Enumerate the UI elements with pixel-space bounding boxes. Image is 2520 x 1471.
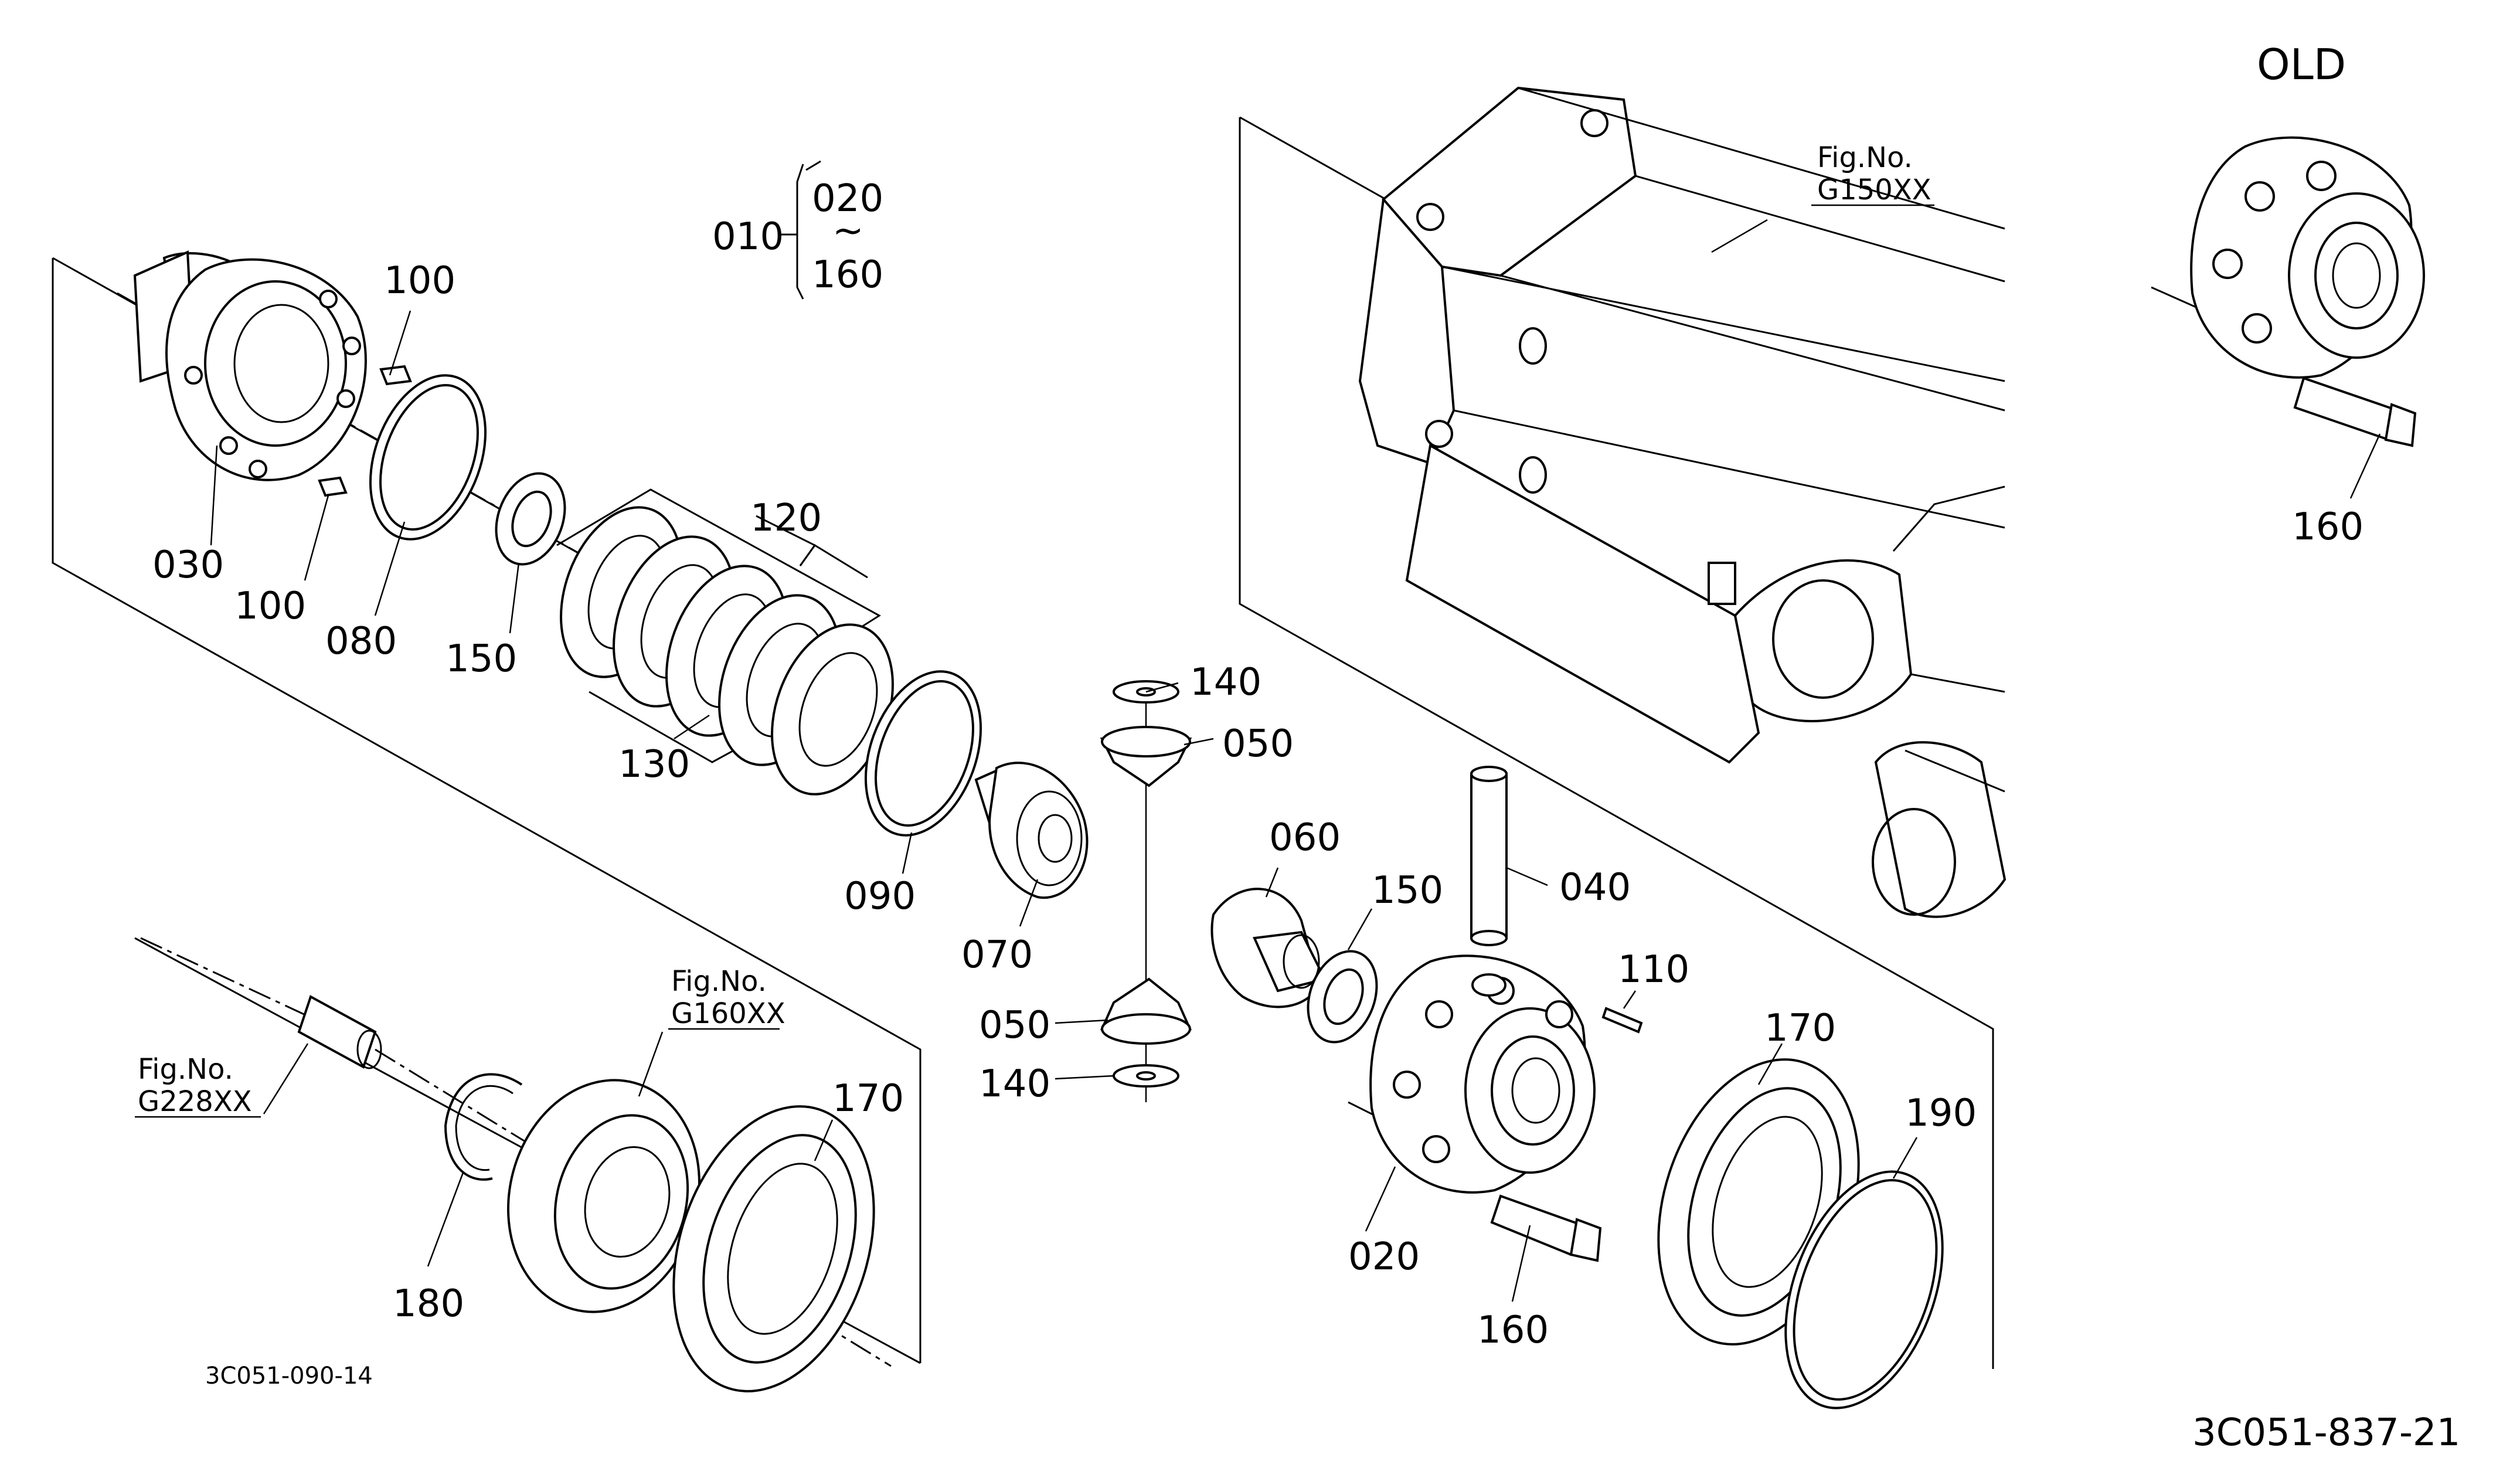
figref-underlines (135, 204, 1934, 1118)
ring-080 (369, 374, 487, 541)
label-070: 070 (961, 933, 1033, 977)
old-diff-case (2151, 136, 2425, 447)
washer-150-left (495, 472, 566, 566)
side-gear-070 (974, 762, 1089, 899)
label-130: 130 (618, 743, 690, 786)
bearing-170-left (672, 1105, 875, 1392)
side-gear-060 (1210, 888, 1327, 1008)
transmission-housing (1358, 86, 2007, 918)
figref-g160-line1: Fig.No. (671, 965, 767, 998)
diff-case-030 (117, 250, 722, 634)
circlip-180 (444, 1073, 523, 1181)
label-160-bottom: 160 (1477, 1309, 1549, 1352)
label-140-bottom: 140 (979, 1062, 1050, 1106)
label-020: 020 (1348, 1235, 1420, 1279)
label-140-top: 140 (1190, 661, 1261, 704)
ring-090 (864, 670, 982, 837)
figref-g228-line2: G228XX (138, 1085, 252, 1118)
output-shaft (140, 937, 892, 1367)
diff-case-020 (1348, 954, 1602, 1262)
label-180: 180 (393, 1282, 464, 1326)
label-060: 060 (1269, 816, 1341, 860)
assembly-bracket (780, 160, 821, 300)
old-label: OLD (2257, 40, 2346, 89)
label-150-left: 150 (445, 637, 517, 681)
assembly-tilde: ~ (832, 209, 864, 253)
washer-150-right (1307, 950, 1378, 1044)
label-040: 040 (1559, 866, 1631, 909)
figref-g228-line1: Fig.No. (138, 1053, 233, 1086)
label-110: 110 (1618, 948, 1689, 991)
label-050-bottom: 050 (979, 1004, 1050, 1047)
label-080: 080 (325, 620, 397, 663)
assembly-top-label: 020 (812, 177, 883, 220)
ring-190 (1784, 1170, 1944, 1409)
label-160-old: 160 (2292, 505, 2363, 549)
figref-g150-line2: G150XX (1817, 174, 1931, 206)
shaft-040 (1470, 766, 1508, 946)
drawing-code-right: 3C051-837-21 (2192, 1411, 2460, 1455)
label-100-bottom: 100 (234, 585, 306, 628)
pinion-assembly (1100, 680, 1192, 1102)
figref-g160-line2: G160XX (671, 997, 785, 1030)
figref-g150-line1: Fig.No. (1817, 141, 1913, 174)
label-050-top: 050 (1222, 722, 1294, 766)
label-120: 120 (750, 497, 822, 540)
leader-lines (210, 219, 2381, 1302)
assembly-main-label: 010 (712, 215, 784, 259)
label-090: 090 (844, 875, 916, 918)
label-030: 030 (152, 543, 224, 587)
label-190: 190 (1905, 1092, 1977, 1135)
label-150-right: 150 (1372, 869, 1443, 912)
drawing-code-left: 3C051-090-14 (205, 1363, 373, 1390)
label-100-top: 100 (384, 259, 455, 303)
label-170-right: 170 (1764, 1007, 1836, 1050)
assembly-bottom-label: 160 (812, 253, 883, 297)
label-170-left: 170 (832, 1077, 904, 1120)
pin-110 (1601, 1007, 1643, 1034)
clutch-pack (556, 488, 894, 796)
